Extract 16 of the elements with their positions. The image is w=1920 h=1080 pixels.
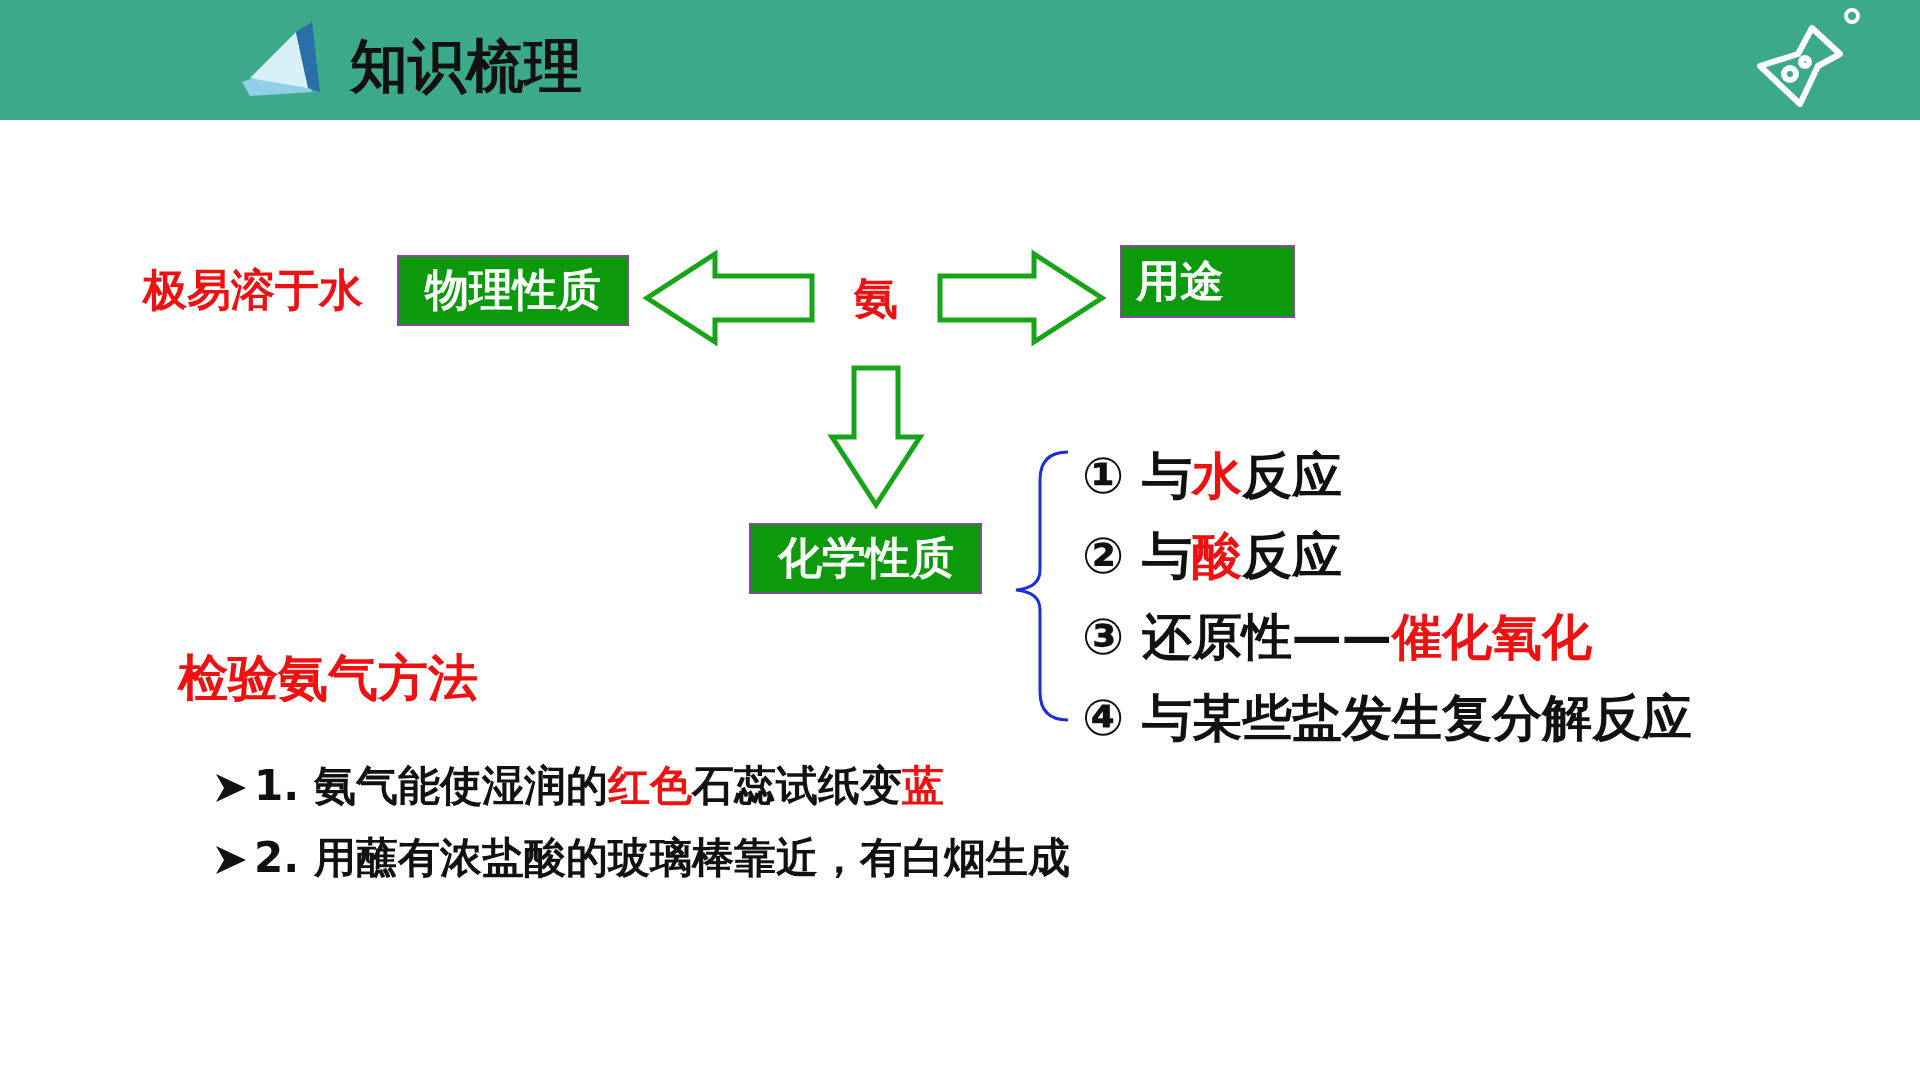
concept-label: 氨: [846, 268, 906, 328]
concept-box: 用途: [1120, 245, 1295, 318]
hollow-arrow: [937, 249, 1107, 347]
property-item: ③ 还原性——催化氧化: [1082, 607, 1592, 668]
header-title: 知识梳理: [350, 31, 582, 102]
property-item: ① 与水反应: [1082, 446, 1342, 507]
property-item: ② 与酸反应: [1082, 526, 1342, 587]
method-text: 1. 氨气能使湿润的红色石蕊试纸变蓝: [254, 760, 944, 812]
hollow-arrow: [642, 249, 815, 347]
property-item: ④ 与某些盐发生复分解反应: [1082, 688, 1692, 749]
concept-box: 物理性质: [397, 255, 629, 326]
section-heading: 检验氨气方法: [178, 648, 478, 709]
beside-text: 极易溶于水: [143, 263, 363, 317]
method-text: 2. 用蘸有浓盐酸的玻璃棒靠近，有白烟生成: [254, 832, 1070, 884]
concept-box: 化学性质: [749, 523, 982, 594]
hollow-arrow: [827, 365, 925, 510]
